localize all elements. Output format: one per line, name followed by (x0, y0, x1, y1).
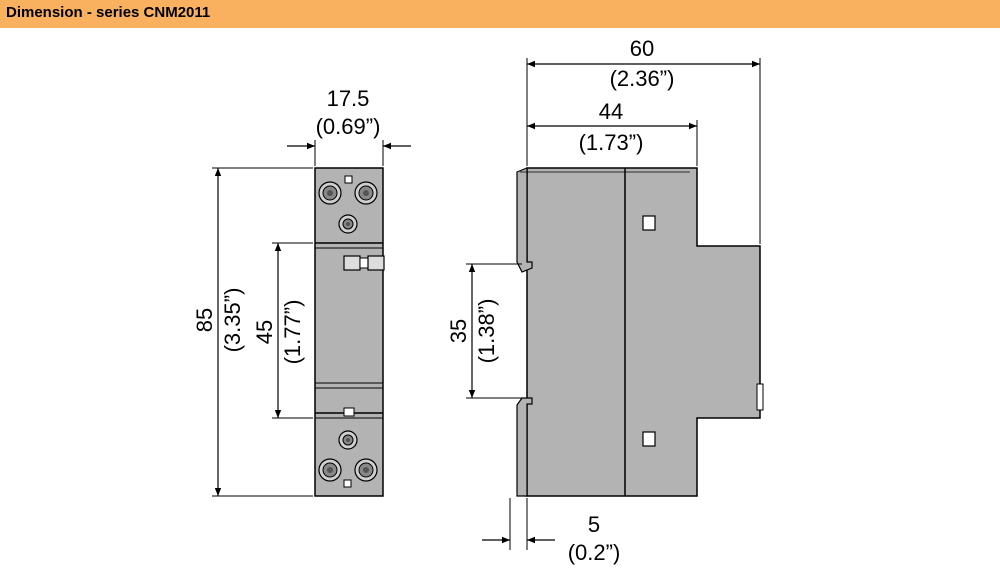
side-body (526, 167, 761, 497)
front-module-value: 45 (252, 320, 277, 344)
front-height-inch: (3.35”) (220, 288, 245, 353)
screw-icon (318, 458, 342, 482)
side-overall-depth-value: 60 (630, 36, 654, 61)
screw-icon (318, 181, 342, 205)
side-rail-value: 35 (446, 319, 471, 343)
screw-icon (354, 458, 378, 482)
header-bar: Dimension - series CNM2011 (0, 0, 1000, 28)
side-depth-value: 44 (599, 99, 623, 124)
page-title: Dimension - series CNM2011 (6, 4, 211, 21)
side-overall-depth-inch: (2.36”) (610, 66, 675, 91)
front-width-value: 17.5 (327, 86, 370, 111)
side-view: 60 (2.36”) 44 (1.73”) 35 (1.38”) 5 (0.2”… (446, 36, 764, 565)
side-offset-value: 5 (588, 512, 600, 537)
side-offset-inch: (0.2”) (568, 540, 621, 565)
front-module-inch: (1.77”) (280, 300, 305, 365)
side-rail-inch: (1.38”) (474, 299, 499, 364)
side-depth-inch: (1.73”) (579, 130, 644, 155)
screw-icon (338, 430, 358, 450)
screw-icon (354, 181, 378, 205)
front-height-value: 85 (192, 308, 217, 332)
lever-icon (343, 255, 385, 271)
front-view: 17.5 (0.69”) 85 (3.35”) 45 (1.77”) (192, 86, 411, 497)
front-width-inch: (0.69”) (316, 114, 381, 139)
screw-icon (338, 214, 358, 234)
